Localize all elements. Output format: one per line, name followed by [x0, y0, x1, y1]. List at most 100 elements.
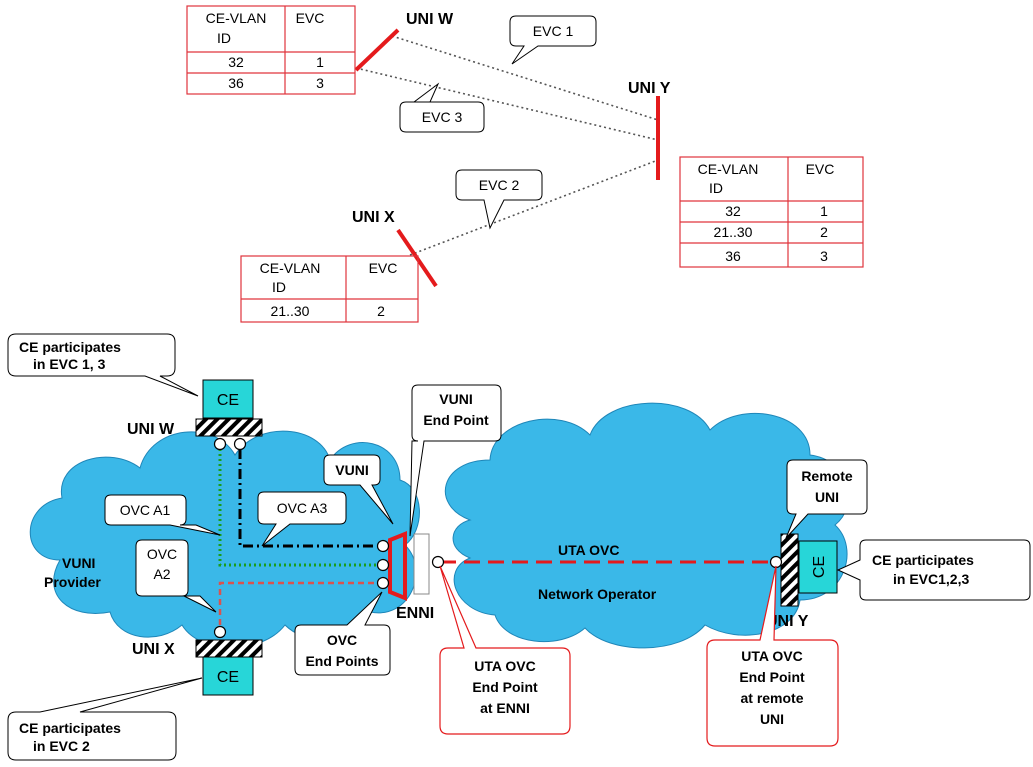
- ce-y-box: [798, 540, 838, 594]
- ovc-a2-path: [218, 581, 383, 635]
- uni-x-port: [195, 639, 263, 658]
- table-w-header-vlan: CE-VLAN: [206, 10, 267, 26]
- uta-enni-3: at ENNI: [480, 700, 530, 716]
- uni-y-port: [780, 533, 799, 607]
- ep-uni-y: [769, 555, 783, 569]
- vuni-end-point-2: End Point: [423, 412, 489, 428]
- vuni-end-point-callout: VUNI End Point: [409, 384, 502, 537]
- ce-x-label: CE: [217, 669, 239, 686]
- uni-w-bottom-label: UNI W: [127, 421, 175, 438]
- evc1-label: EVC 1: [533, 23, 574, 39]
- uta-ovc-label: UTA OVC: [558, 542, 619, 558]
- ce-y-note-1: CE participates: [872, 552, 974, 568]
- uni-y-bottom-label: UNI Y: [766, 613, 809, 630]
- ovc-a3-callout: OVC A3: [257, 491, 347, 547]
- uta-enni-callout: UTA OVC End Point at ENNI: [439, 565, 571, 735]
- remote-uni-callout: Remote UNI: [785, 459, 868, 539]
- ovc-a1-label: OVC A1: [120, 502, 171, 518]
- ep-enni-uta: [431, 555, 445, 569]
- ce-w-note-2: in EVC 1, 3: [33, 356, 106, 372]
- evc2-path: [409, 159, 659, 256]
- table-w-cell: 36: [228, 75, 244, 91]
- ce-w-note-1: CE participates: [19, 339, 121, 355]
- table-y-header-vlan-2: ID: [709, 180, 723, 196]
- evc1-path: [391, 35, 659, 121]
- table-w-cell: 1: [316, 54, 324, 70]
- uta-remote-2: End Point: [739, 669, 805, 685]
- evc3-callout: EVC 3: [399, 82, 485, 133]
- network-operator-label: Network Operator: [538, 586, 657, 602]
- ovc-a2-callout: OVC A2: [135, 539, 217, 613]
- enni-label: ENNI: [396, 605, 434, 622]
- table-uni-w: [186, 5, 356, 95]
- uta-enni-2: End Point: [472, 679, 538, 695]
- uta-enni-1: UTA OVC: [474, 658, 535, 674]
- ep-uni-x: [213, 625, 227, 639]
- table-y-cell: 2: [820, 224, 828, 240]
- ovc-end-points-callout: OVC End Points: [294, 591, 391, 676]
- network-operator-cloud: [444, 402, 850, 649]
- ce-x-note-2: in EVC 2: [33, 738, 90, 754]
- table-w-header-vlan-2: ID: [217, 30, 231, 46]
- ce-y-label: CE: [811, 556, 828, 578]
- ce-x-note-1: CE participates: [19, 720, 121, 736]
- table-w-cell: 32: [228, 54, 244, 70]
- vuni-callout: VUNI: [323, 454, 394, 525]
- table-y-cell: 32: [725, 203, 741, 219]
- table-y-header-evc: EVC: [806, 161, 835, 177]
- table-uni-y: [679, 156, 864, 268]
- table-x-header-evc: EVC: [369, 260, 398, 276]
- uni-w-port: [195, 418, 263, 437]
- uni-w-label: UNI W: [406, 11, 454, 28]
- table-x-cell: 21..30: [271, 303, 310, 319]
- vuni-label: VUNI: [335, 462, 368, 478]
- ce-y-note-callout: CE participates in EVC1,2,3: [836, 539, 1031, 601]
- uta-remote-4: UNI: [760, 711, 784, 727]
- table-uni-x: [240, 255, 419, 323]
- uta-remote-3: at remote: [740, 690, 803, 706]
- evc1-callout: EVC 1: [509, 15, 597, 65]
- table-y-cell: 21..30: [714, 224, 753, 240]
- uni-x-label: UNI X: [352, 209, 395, 226]
- end-point-circles: [213, 437, 783, 639]
- table-w-cell: 3: [316, 75, 324, 91]
- table-y-cell: 1: [820, 203, 828, 219]
- uni-x-bottom-label: UNI X: [132, 641, 175, 658]
- ep-uni-w-1: [213, 437, 227, 451]
- evc-paths: [355, 35, 659, 256]
- evc3-path: [355, 67, 659, 141]
- ce-x-box: [202, 656, 254, 696]
- table-x-cell: 2: [377, 303, 385, 319]
- ep-vuni-2: [376, 558, 390, 572]
- vuni-provider-label-1: VUNI: [62, 555, 95, 571]
- ce-w-note-callout: CE participates in EVC 1, 3: [7, 333, 199, 397]
- uni-x-bar: [396, 228, 438, 288]
- ce-w-box: [202, 379, 254, 419]
- ovc-a1-path: [218, 449, 383, 567]
- evc3-label: EVC 3: [422, 109, 463, 125]
- table-w-header-evc: EVC: [296, 10, 325, 26]
- uta-remote-1: UTA OVC: [741, 648, 802, 664]
- table-x-header-vlan: CE-VLAN: [260, 260, 321, 276]
- uni-y-label: UNI Y: [628, 80, 671, 97]
- ce-w-label: CE: [217, 392, 239, 409]
- bottom-vuni-section: VUNI Provider Network Operator UTA OVC E…: [7, 333, 1031, 761]
- ep-uni-w-2: [233, 437, 247, 451]
- ovc-a2-label-2: A2: [153, 566, 170, 582]
- ep-vuni-3: [376, 576, 390, 590]
- ep-vuni-1: [376, 539, 390, 553]
- evc2-callout: EVC 2: [455, 169, 543, 230]
- ovc-a2-label-1: OVC: [147, 546, 177, 562]
- ovc-a1-callout: OVC A1: [104, 494, 221, 536]
- uta-remote-callout: UTA OVC End Point at remote UNI: [706, 565, 839, 747]
- ce-y-note-2: in EVC1,2,3: [893, 571, 969, 587]
- remote-uni-2: UNI: [815, 489, 839, 505]
- ovc-end-points-1: OVC: [327, 632, 357, 648]
- table-y-cell: 3: [820, 248, 828, 264]
- ovc-end-points-2: End Points: [305, 653, 378, 669]
- remote-uni-1: Remote: [801, 468, 853, 484]
- table-y-cell: 36: [725, 248, 741, 264]
- ce-x-note-callout: CE participates in EVC 2: [7, 677, 203, 761]
- uni-w-bar: [354, 28, 400, 72]
